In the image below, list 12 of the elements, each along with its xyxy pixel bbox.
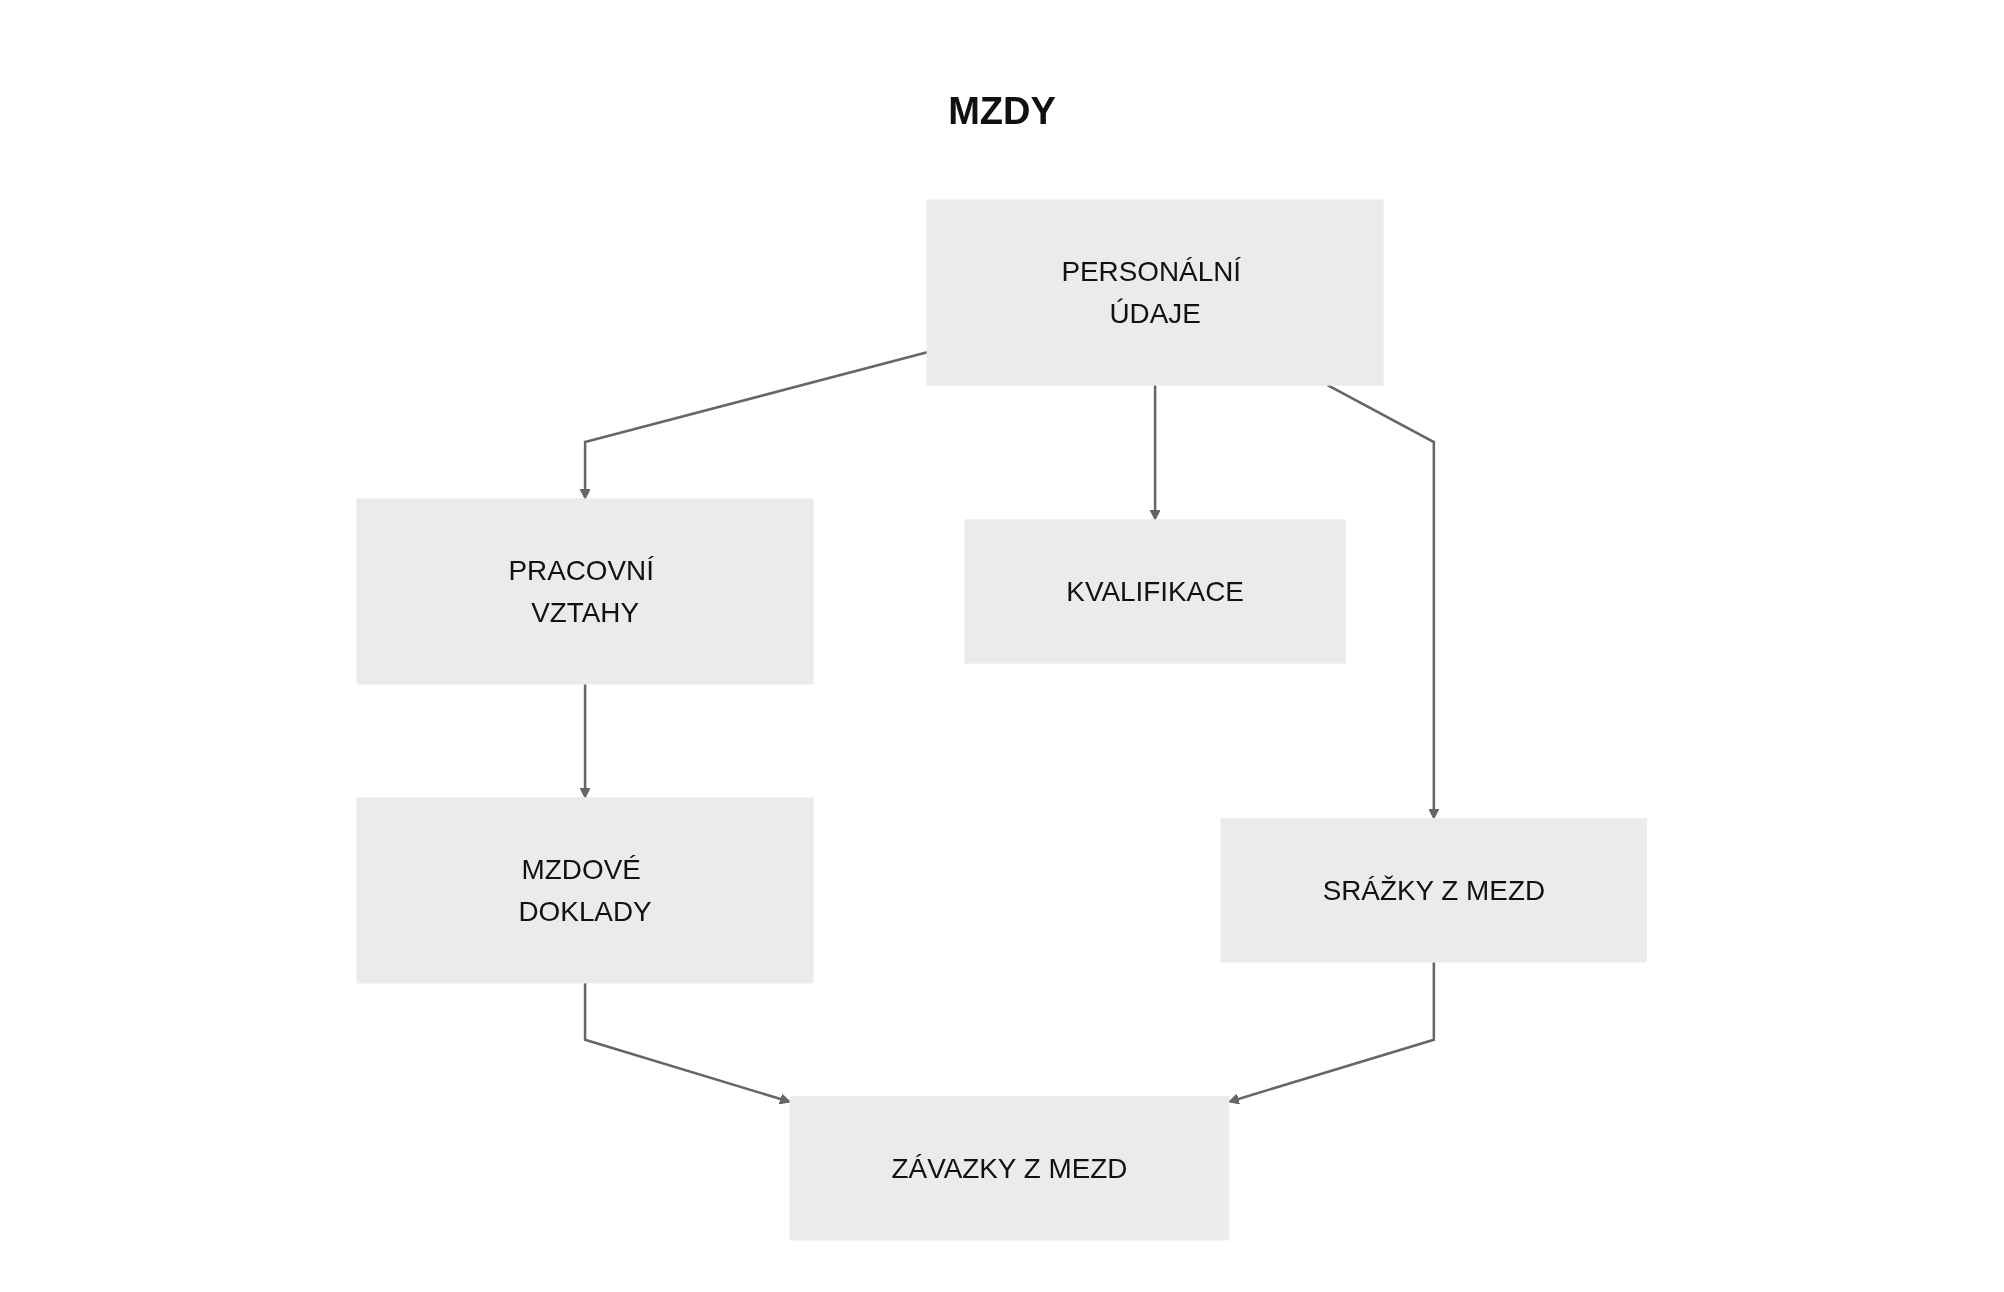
node-box: PRACOVNÍ VZTAHY xyxy=(356,498,814,685)
diagram-title: MZDY xyxy=(947,90,1057,133)
arrow xyxy=(579,683,591,799)
arrow xyxy=(1228,961,1436,1105)
node-box: KVALIFIKACE xyxy=(964,519,1347,664)
arrow xyxy=(579,351,928,500)
node-box: SRÁŽKY Z MEZD xyxy=(1220,818,1648,963)
node-box: ZÁVAZKY Z MEZD xyxy=(789,1096,1230,1241)
arrow xyxy=(1149,385,1161,521)
node-box: MZDOVÉ DOKLADY xyxy=(356,797,814,984)
node-box: PERSONÁLNÍ ÚDAJE xyxy=(926,199,1384,386)
arrow xyxy=(584,982,791,1105)
